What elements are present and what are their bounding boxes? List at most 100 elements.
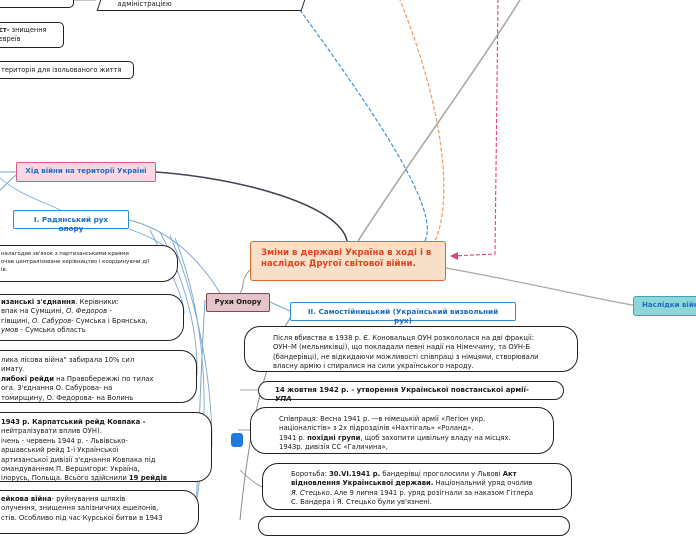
fight-date: 30.VI.1941 р.	[329, 470, 381, 478]
forest-line-3: либокі рейди на Правобережжі по тилах	[1, 375, 190, 384]
units-line-2: впак на Сумщині, О. Федоров -	[1, 307, 177, 316]
central-title: Зміни в державі Україна в ході і в наслі…	[261, 248, 432, 269]
top-left-stub[interactable]	[0, 0, 74, 8]
split-line-1: Після вбивства в 1938 р. Є. Коновальця О…	[273, 334, 535, 342]
forest-line-4: ога. З'єднання О. Сабурова- на	[1, 384, 113, 393]
units-dash: -	[107, 307, 112, 316]
units-leaders: . Керівники:	[75, 298, 119, 306]
units-chernihiv: гівщині,	[1, 316, 32, 325]
raid-total: ілорусь, Польща. Всього здійснили	[1, 474, 129, 483]
fight-proclaim: бандерівці проголосили у Львові	[380, 470, 503, 478]
link-war-left-3	[0, 177, 61, 211]
forest-right-bank: на Правобережжі по тилах	[53, 374, 154, 383]
link-central-movements	[239, 269, 251, 294]
units-line-4: умов - Сумська область	[1, 326, 177, 335]
partisan-center-line-3: ів.	[1, 266, 8, 273]
coop-1941: 1941 р.	[279, 433, 308, 442]
upa-text: 14 жовтня 1942 р. - утворення Українсько…	[275, 386, 529, 394]
partisan-units-node[interactable]: изанські з'єднання. Керівники: впак на С…	[0, 294, 184, 341]
units-title: изанські з'єднання	[1, 298, 76, 306]
fight-dispersed: . Але 9 липня 1941 р. уряд розігнали за …	[329, 488, 534, 497]
soviet-label: І. Радянський рух опору	[33, 215, 109, 233]
partisan-center-line-2: очав централізоване керівництво і коорди…	[1, 258, 149, 265]
units-kovpak: впак на Сумщині,	[1, 307, 67, 316]
units-sumy: - Сумська область	[18, 326, 86, 335]
link-central-war-course	[155, 171, 348, 242]
raid-count: 19 рейдів	[128, 474, 168, 483]
units-line-1: изанські з'єднання. Керівники:	[1, 298, 177, 307]
struggle-node[interactable]: Боротьба: 30.VI.1941 р. бандерівці прого…	[262, 463, 572, 510]
link-movements-soviet	[128, 219, 221, 294]
raid-line-6: омандуванням П. Вершигори: Україна,	[1, 464, 140, 473]
forest-war-node[interactable]: лика лісова війна" забирала 10% сил имат…	[0, 350, 197, 403]
partisan-center-line-1: налагодив зв'язок з партизанськими краям…	[1, 251, 129, 257]
territory-text: територія для ізольованого життя	[1, 66, 122, 74]
coop-groups: похідні групи	[307, 433, 361, 442]
units-naumov: умов	[1, 326, 19, 335]
link-war-left-2	[0, 174, 17, 191]
fight-restoration: відновлення Українськвої держави.	[291, 479, 434, 488]
forest-line-5: томирщину, О. Федорова- на Волинь	[1, 393, 134, 402]
partisan-center-node[interactable]: налагодив зв'язок з партизанськими краям…	[0, 245, 178, 282]
link-central-consequences	[445, 267, 634, 306]
oun-split-node[interactable]: Після вбивства в 1938 р. Є. Коновальця О…	[244, 326, 578, 372]
split-line-4: власну армію і спиралися на сили українс…	[273, 362, 474, 371]
link-indep-fight	[239, 469, 263, 488]
fight-label: Боротьба:	[291, 470, 330, 478]
rail-line-1: ейкова війна- руйнування шляхів	[1, 495, 192, 504]
resistance-movements-node[interactable]: Рухи Опору	[206, 293, 270, 312]
coop-line-4: 1943р. дивізія СС «Галичина»,	[279, 443, 388, 452]
coop-power: , щоб захопити цивільну владу на місцях.	[360, 433, 511, 442]
units-fedorov: О. Федоров	[66, 307, 108, 316]
fight-line-2: відновлення Українськвої держави. Націон…	[291, 479, 559, 488]
consequences-label: Наслідки війн	[642, 301, 696, 309]
raid-line-4: аршавський рейд 1-ї Української	[1, 446, 119, 455]
raid-line-1: 1943 р. Карпатський рейд Ковпака -	[1, 418, 146, 426]
independence-movement-node[interactable]: ІІ. Самостійницький (Український визволь…	[290, 302, 516, 325]
fight-act: Акт	[502, 470, 517, 478]
consequences-node[interactable]: Наслідки війн	[633, 296, 696, 316]
fight-govt: Національний уряд очолив	[433, 479, 533, 488]
holocaust-text-2: євреїв	[0, 34, 21, 43]
upa-abbr: УПА	[275, 395, 292, 404]
fight-stetsko: Я. Стецько	[291, 488, 330, 497]
forest-line-1: лика лісова війна" забирала 10% сил	[1, 356, 135, 364]
rail-line-2: олучення, знищення залізничних ешелонів,	[1, 504, 159, 513]
units-sumy-bryansk: - Сумська і Брянська,	[71, 316, 148, 325]
admin-node[interactable]: адміністрацією	[96, 0, 309, 11]
link-soviet-spine	[195, 299, 206, 520]
cooperation-node[interactable]: Співпраця: Весна 1941 р. —в німецькій ар…	[250, 407, 554, 454]
fight-line-4: С. Бандера і Я. Стецько були ув'язнені.	[291, 498, 432, 507]
fight-line-3: Я. Стецько. Але 9 липня 1941 р. уряд роз…	[291, 489, 559, 498]
collapse-toggle-icon[interactable]	[231, 433, 243, 447]
raid-line-7: ілорусь, Польща. Всього здійснили 19 рей…	[1, 474, 205, 483]
rail-title: ейкова війна	[1, 495, 52, 503]
link-central-top-gray	[357, 0, 521, 242]
coop-line-3: 1941 р. похідні групи, щоб захопити циві…	[279, 434, 541, 443]
admin-text: адміністрацією	[117, 0, 172, 8]
units-saburov: О. Сабуров	[31, 316, 72, 325]
upa-node[interactable]: 14 жовтня 1942 р. - утворення Українсько…	[258, 381, 564, 404]
holocaust-text: знищення	[9, 26, 47, 34]
holocaust-node[interactable]: ст- знищення євреїв	[0, 22, 64, 48]
link-central-top-red	[451, 0, 499, 257]
link-movements-indep	[269, 301, 291, 312]
split-line-2: ОУН–М (мельниківці), що покладали певні …	[273, 343, 531, 352]
central-topic[interactable]: Зміни в державі Україна в ході і в наслі…	[250, 241, 446, 281]
soviet-resistance-node[interactable]: І. Радянський рух опору	[13, 210, 129, 233]
coop-line-2: націоналістів» з 2х підрозділів «Нахтіга…	[279, 424, 474, 433]
war-course-node[interactable]: Хід війни на території Україні	[16, 162, 156, 182]
raid-line-5: артизанської дивізії з'єднання Ковпака п…	[1, 455, 156, 464]
forest-deep-raids: либокі рейди	[1, 374, 54, 383]
next-node-stub[interactable]	[258, 516, 570, 536]
carpathian-raid-node[interactable]: 1943 р. Карпатський рейд Ковпака - нейтр…	[0, 412, 212, 482]
link-central-top-orange	[399, 0, 445, 259]
territory-node[interactable]: територія для ізольованого життя	[0, 61, 134, 79]
indep-label: ІІ. Самостійницький (Український визволь…	[307, 307, 499, 325]
units-line-3: гівщині, О. Сабуров- Сумська і Брянська,	[1, 317, 177, 326]
forest-line-2: имату.	[1, 365, 25, 374]
rail-war-node[interactable]: ейкова війна- руйнування шляхів олучення…	[0, 490, 199, 534]
holocaust-pre: ст-	[0, 26, 10, 34]
raid-line-2: нейтралізувати вплив ОУН).	[1, 427, 102, 436]
split-line-3: (бандерівці), не відкидаючи можливості с…	[273, 352, 539, 361]
